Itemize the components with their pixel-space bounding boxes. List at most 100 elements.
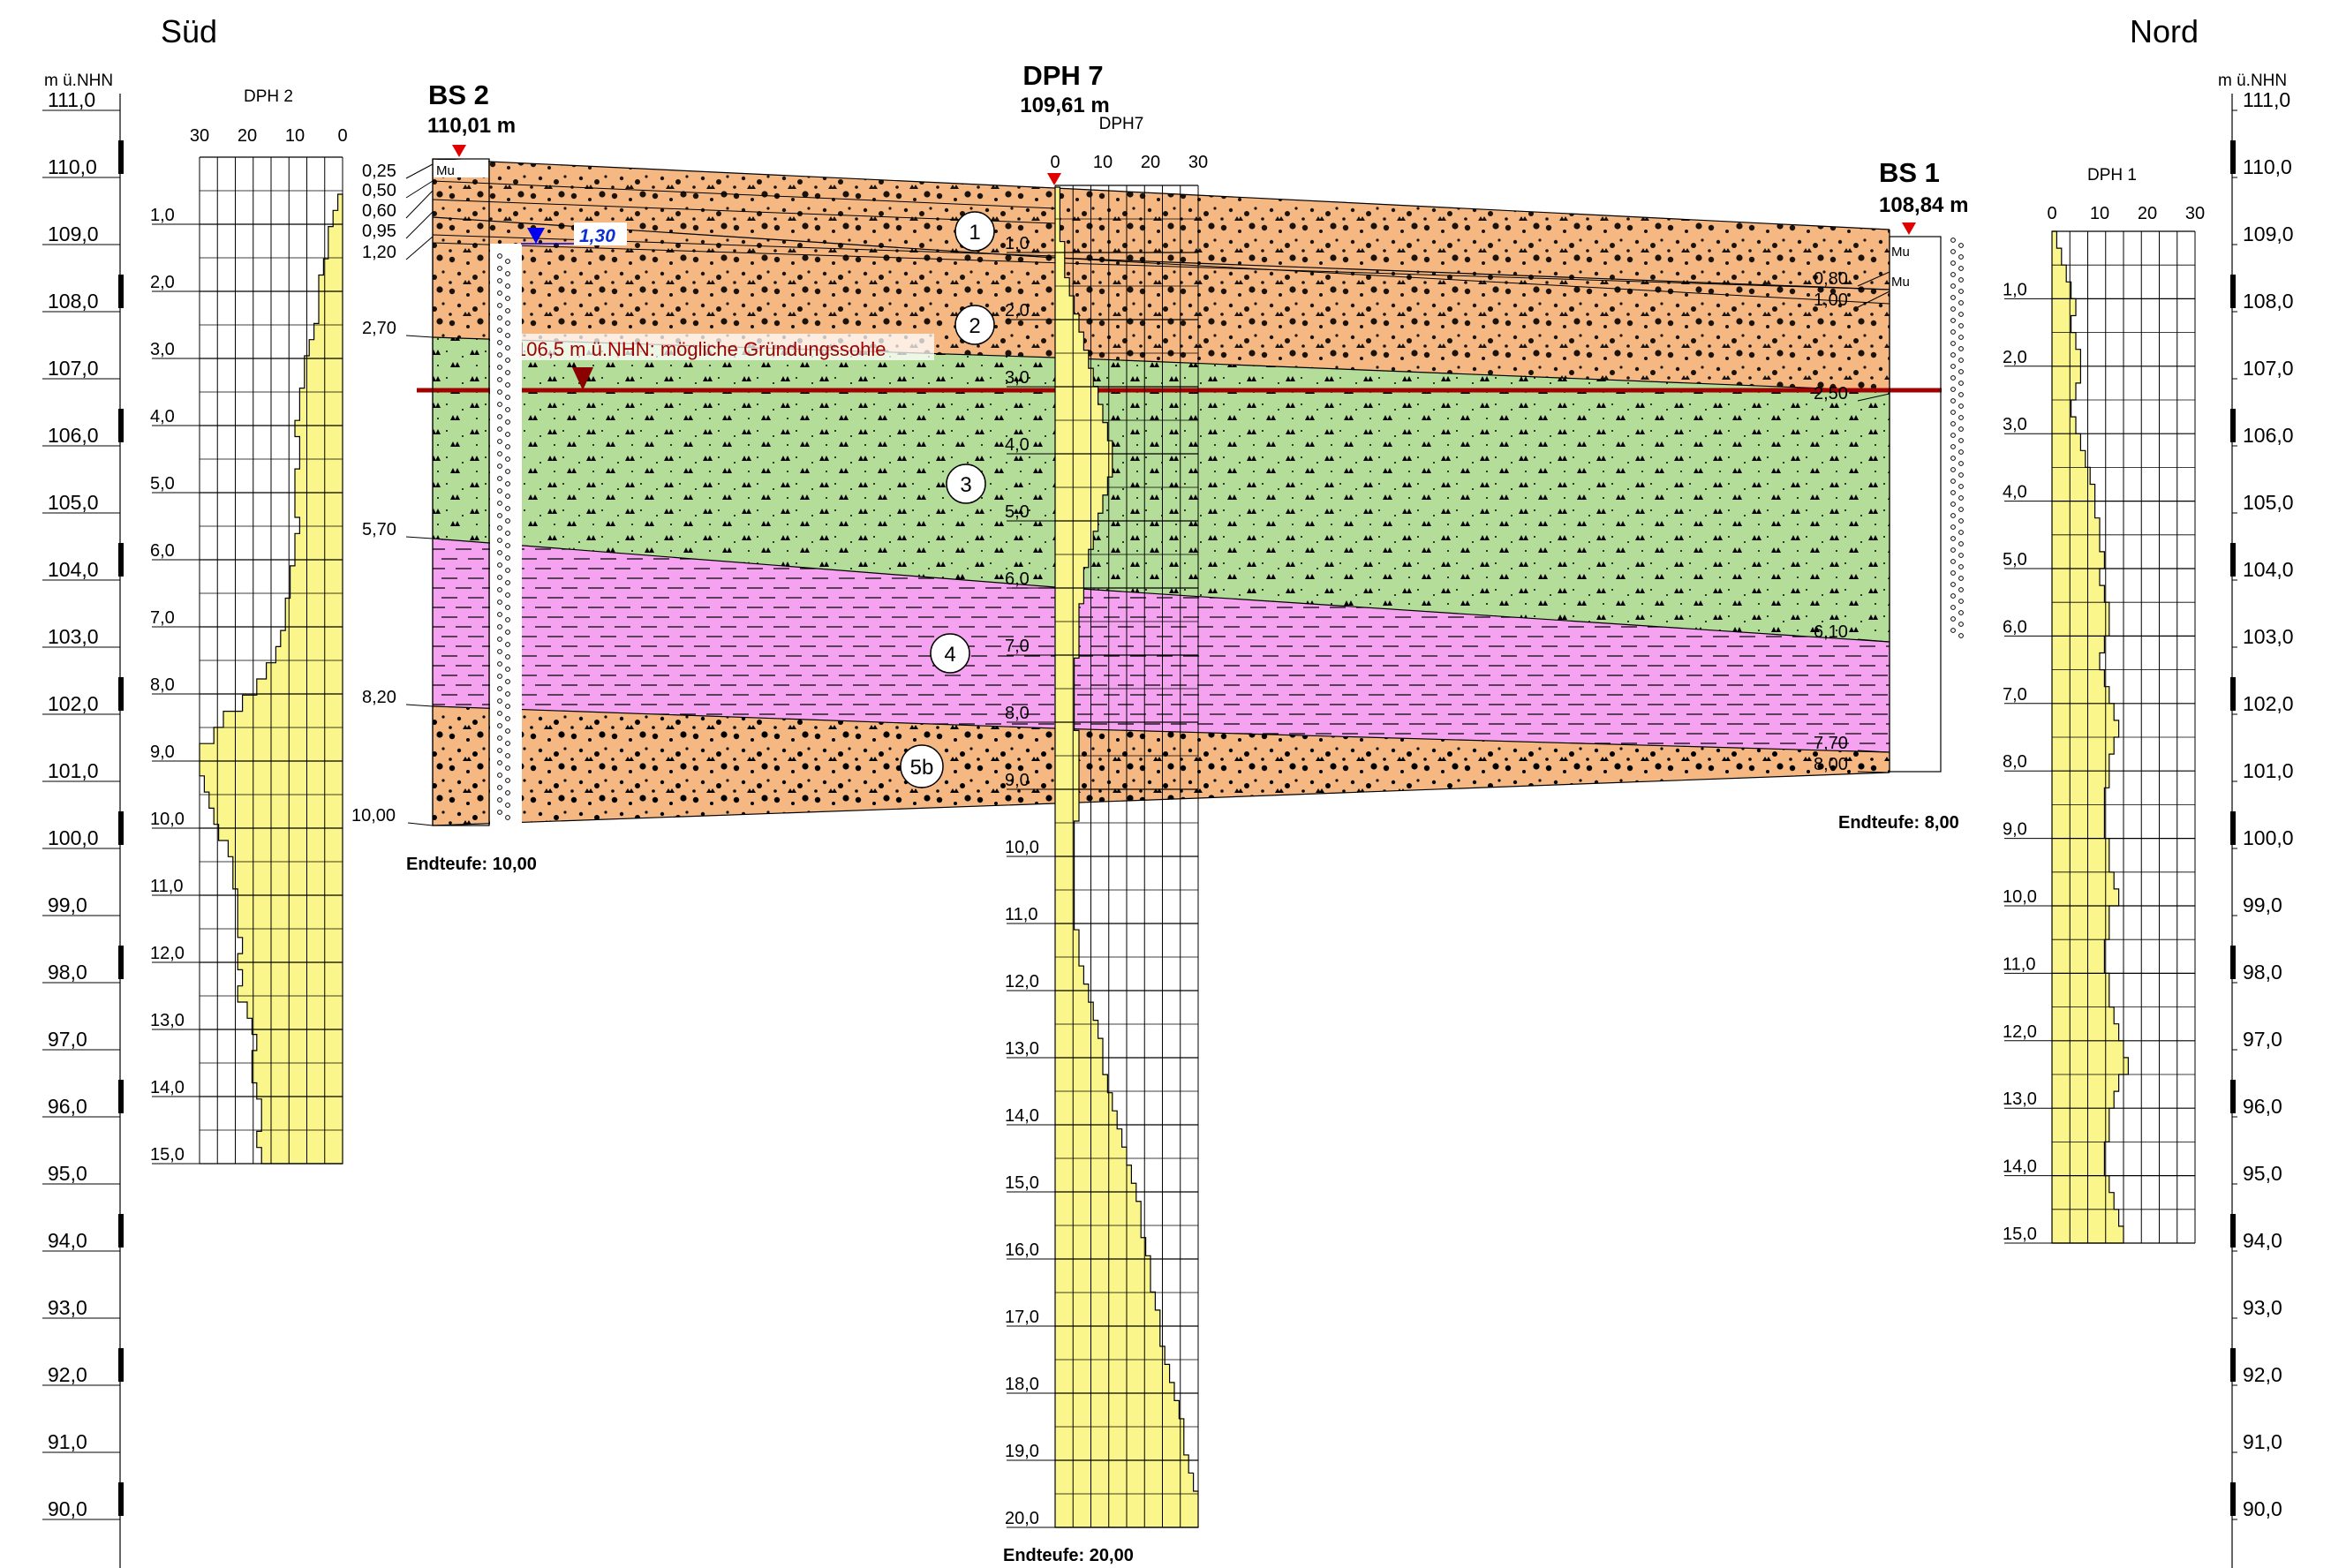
bs2-name: BS 2 xyxy=(428,79,489,110)
depth-label: 2,50 xyxy=(1814,384,1848,403)
depth-label: 11,0 xyxy=(150,877,183,896)
depth-label: 5,70 xyxy=(362,520,396,539)
depth-label: 10,0 xyxy=(150,810,185,829)
symbol-dot xyxy=(1950,352,1956,358)
depth-label: 11,0 xyxy=(1005,905,1037,924)
depth-label: 0,95 xyxy=(362,222,396,241)
dph7-subtitle: DPH7 xyxy=(1099,115,1144,133)
axis-label-22: 89,0 xyxy=(2243,1564,2282,1568)
depth-label: 7,0 xyxy=(150,608,175,628)
symbol-dot xyxy=(505,407,510,412)
depth-leader xyxy=(405,180,434,199)
symbol-dot xyxy=(497,340,502,345)
axis-bar-segment xyxy=(2230,1482,2236,1516)
symbol-dot xyxy=(505,543,510,548)
depth-label: 15,0 xyxy=(150,1145,185,1165)
axis-label-7: 104,0 xyxy=(2243,558,2294,581)
axis-label-16: 95,0 xyxy=(2243,1162,2282,1185)
dph7-name: DPH 7 xyxy=(1022,60,1103,91)
symbol-dot xyxy=(505,481,510,486)
symbol-dot xyxy=(505,654,510,660)
axis-bar-segment xyxy=(118,275,124,308)
symbol-dot xyxy=(1958,587,1964,592)
depth-label: 6,0 xyxy=(1005,569,1030,589)
axis-bar-segment xyxy=(118,1482,124,1516)
symbol-dot xyxy=(497,538,502,543)
axis-bar-segment xyxy=(2230,677,2236,711)
axis-label-9: 102,0 xyxy=(2243,692,2294,715)
foundation-label: 106,5 m ü.NHN: mögliche Gründungssohle xyxy=(516,338,886,360)
symbol-dot xyxy=(505,444,510,449)
scale-label: 10 xyxy=(1093,153,1113,172)
symbol-dot xyxy=(497,402,502,407)
depth-label: 4,0 xyxy=(1005,435,1030,455)
depth-label: 1,20 xyxy=(362,243,396,262)
dph1-title: DPH 1 xyxy=(2087,166,2137,185)
depth-label: 2,0 xyxy=(1005,301,1030,320)
symbol-dot xyxy=(497,587,502,592)
bs1-mu-marker-2: Mu xyxy=(1891,275,1910,290)
symbol-dot xyxy=(505,592,510,598)
depth-label: 3,0 xyxy=(1005,368,1030,388)
depth-leader xyxy=(405,536,434,539)
axis-label-5: 106,0 xyxy=(2243,424,2294,447)
symbol-dot xyxy=(497,562,502,568)
layer-1-pattern xyxy=(433,159,1890,391)
axis-bar-segment xyxy=(2230,543,2236,577)
axis-bar-segment xyxy=(118,1080,124,1113)
depth-label: 13,0 xyxy=(1005,1039,1039,1059)
dph2-depth-labels: 1,02,03,04,05,06,07,08,09,010,011,012,01… xyxy=(150,206,200,1165)
axis-label-15: 96,0 xyxy=(48,1095,87,1118)
symbol-dot xyxy=(1958,461,1964,466)
symbol-dot xyxy=(1950,341,1956,346)
symbol-dot xyxy=(505,395,510,400)
depth-label: 12,0 xyxy=(2003,1022,2037,1042)
symbol-dot xyxy=(497,525,502,531)
depth-leader xyxy=(1857,771,1890,773)
symbol-dot xyxy=(497,414,502,419)
symbol-dot xyxy=(497,649,502,654)
symbol-dot xyxy=(1958,495,1964,501)
soil-layers xyxy=(432,158,1890,826)
depth-label: 8,0 xyxy=(1005,704,1030,723)
depth-label: 10,00 xyxy=(351,806,396,825)
axis-label-19: 92,0 xyxy=(48,1363,87,1386)
dph2-grid xyxy=(199,156,343,1165)
symbol-dot xyxy=(1958,530,1964,535)
depth-label: 0,60 xyxy=(362,201,396,221)
symbol-dot xyxy=(505,691,510,697)
depth-label: 6,0 xyxy=(2003,617,2027,637)
depth-leader xyxy=(1857,290,1890,308)
symbol-dot xyxy=(1950,249,1956,254)
depth-label: 2,70 xyxy=(362,319,396,338)
axis-bar-segment xyxy=(2230,1214,2236,1248)
symbol-dot xyxy=(1950,433,1956,438)
layer-label-3: 3 xyxy=(960,473,971,497)
depth-label: 6,0 xyxy=(150,541,175,561)
symbol-dot xyxy=(505,642,510,647)
axis-bar-segment xyxy=(2230,811,2236,845)
layer-labels: 1 2 3 4 5b xyxy=(900,211,995,788)
depth-label: 2,0 xyxy=(150,273,175,292)
symbol-dot xyxy=(505,518,510,524)
symbol-dot xyxy=(497,464,502,469)
symbol-dot xyxy=(1950,467,1956,472)
symbol-dot xyxy=(497,290,502,296)
symbol-dot xyxy=(505,803,510,808)
symbol-dot xyxy=(1950,490,1956,495)
symbol-dot xyxy=(497,488,502,494)
symbol-dot xyxy=(497,352,502,358)
symbol-dot xyxy=(505,728,510,734)
depth-label: 4,0 xyxy=(150,407,175,426)
symbol-dot xyxy=(1958,599,1964,604)
depth-label: 13,0 xyxy=(2003,1089,2037,1109)
depth-label: 7,70 xyxy=(1814,734,1848,753)
symbol-dot xyxy=(497,439,502,444)
symbol-dot xyxy=(497,785,502,790)
axis-bar-segment xyxy=(118,811,124,845)
symbol-dot xyxy=(1958,426,1964,432)
bs2-soil-symbols xyxy=(497,253,510,820)
